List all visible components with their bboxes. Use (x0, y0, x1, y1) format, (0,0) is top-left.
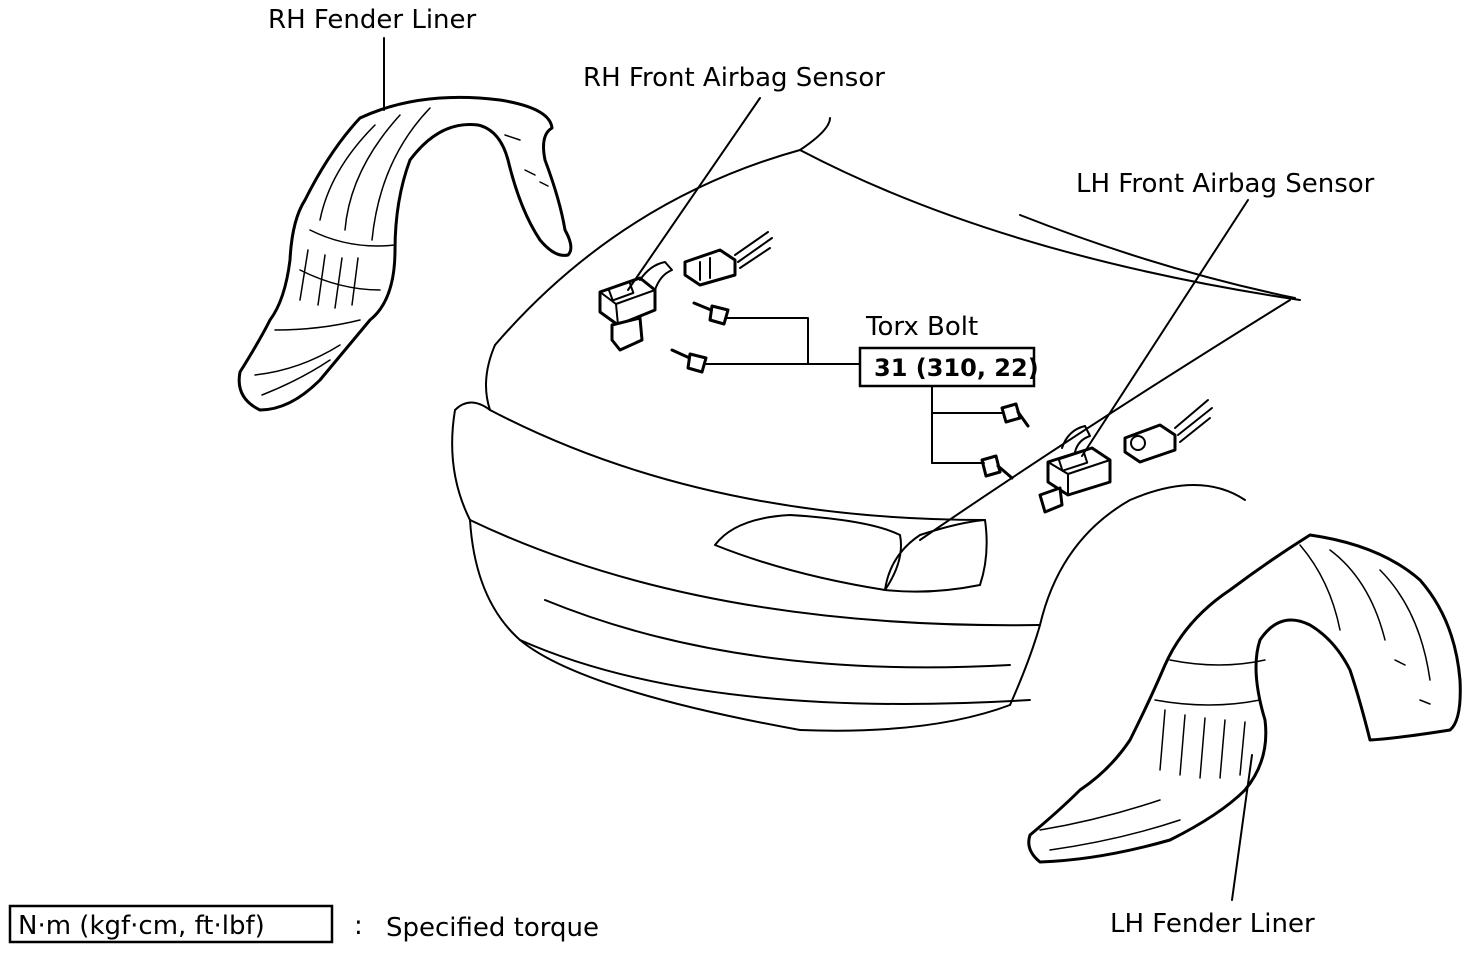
rh-fender-liner-part (237, 95, 573, 412)
rh-airbag-sensor-part (598, 261, 673, 352)
torx-bolt-2 (670, 348, 708, 374)
torque-legend: N·m (kgf·cm, ft·lbf) : Specified torque (8, 904, 599, 944)
legend-unit-text: N·m (kgf·cm, ft·lbf) (18, 911, 265, 941)
torque-value: 31 (310, 22) (874, 354, 1039, 382)
car-front-body (451, 117, 1301, 732)
lh-airbag-sensor-part (1038, 425, 1112, 514)
leader-lines (383, 37, 1253, 901)
label-lh-front-airbag-sensor: LH Front Airbag Sensor (1076, 169, 1375, 199)
torx-bolt-1 (692, 301, 730, 326)
torx-bolt-4 (980, 454, 1014, 480)
lh-fender-liner-part (1027, 533, 1462, 864)
rh-sensor-connector (683, 231, 773, 287)
label-rh-fender-liner: RH Fender Liner (268, 5, 477, 35)
label-lh-fender-liner: LH Fender Liner (1110, 909, 1315, 939)
torque-value-box (858, 346, 1036, 388)
legend-separator: : (354, 911, 363, 941)
label-rh-front-airbag-sensor: RH Front Airbag Sensor (583, 63, 885, 93)
torx-bolt-3 (1000, 402, 1030, 428)
legend-unit-box (8, 904, 334, 944)
legend-description: Specified torque (386, 913, 599, 943)
lh-sensor-connector (1123, 399, 1213, 464)
label-torx-bolt: Torx Bolt (865, 312, 978, 342)
